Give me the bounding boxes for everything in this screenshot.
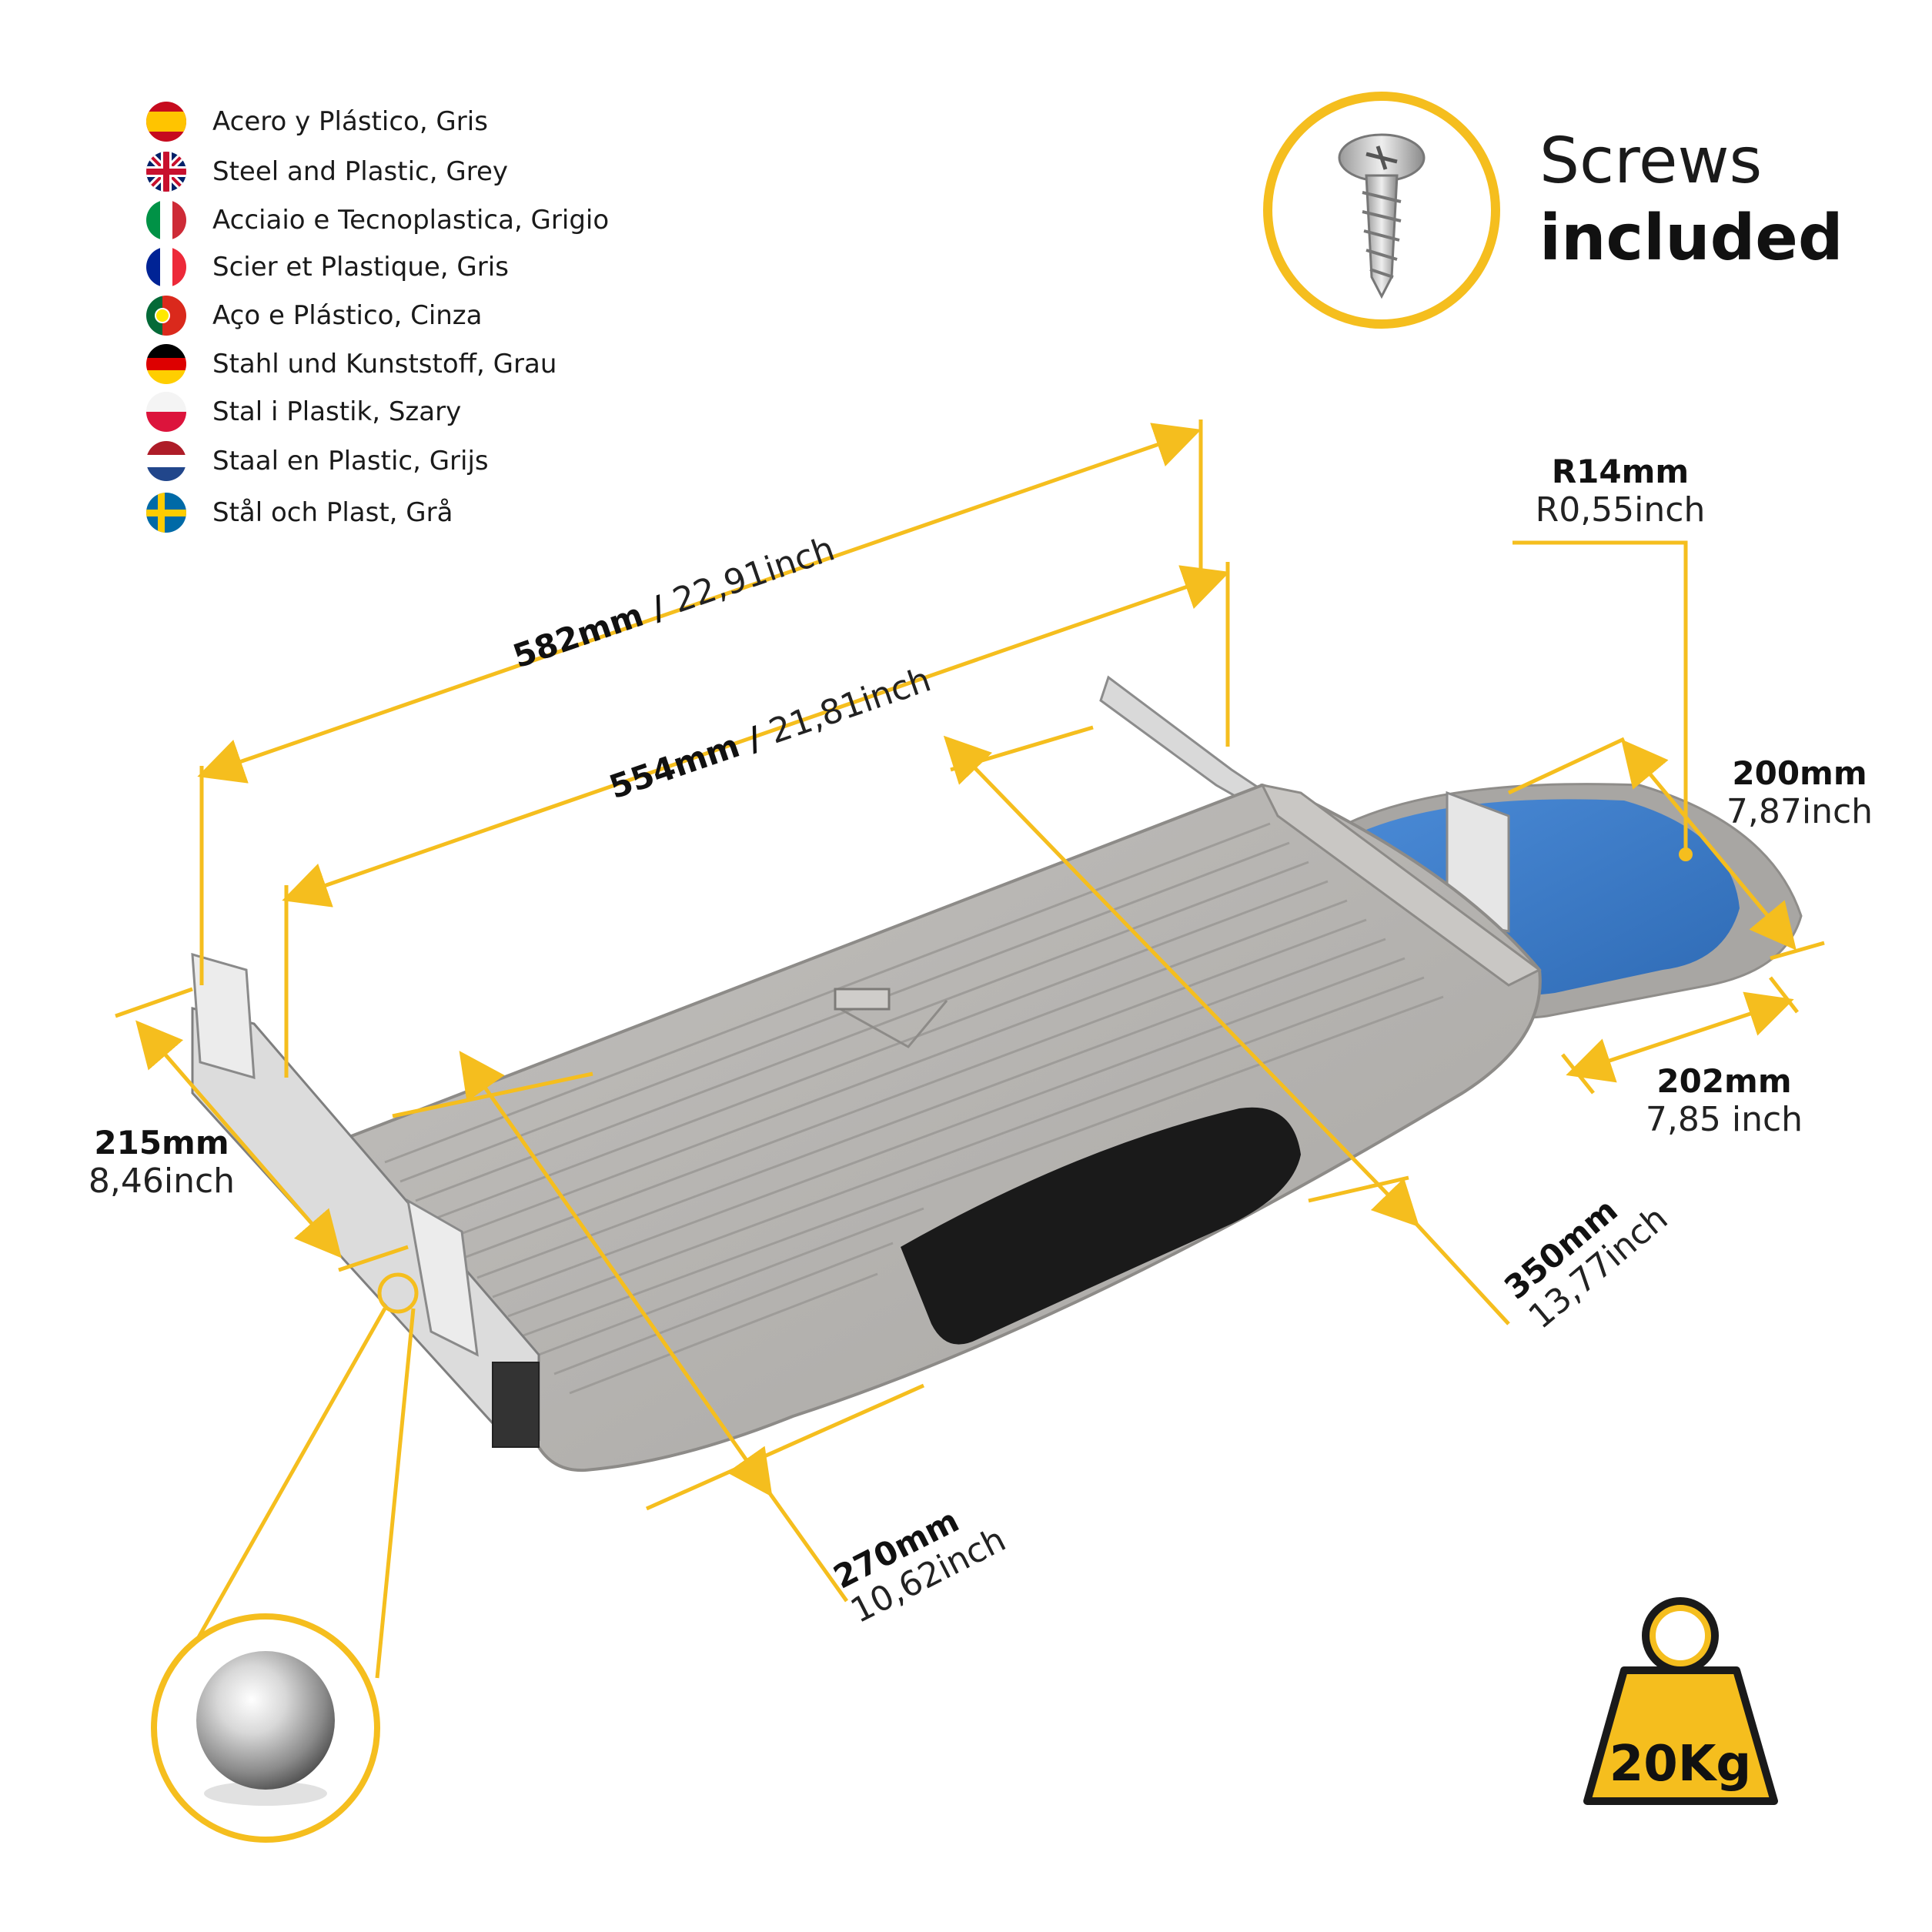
material-text: Staal en Plastic, Grijs — [212, 446, 489, 476]
material-row-pt: Aço e Plástico, Cinza — [146, 292, 483, 339]
ball-bearing-icon — [151, 1613, 380, 1843]
screws-label: Screws included — [1539, 123, 1843, 277]
weight-label: 20Kg — [1609, 1736, 1752, 1793]
screw-icon — [1263, 92, 1500, 329]
material-row-en: Steel and Plastic, Grey — [146, 149, 508, 195]
material-row-de: Stahl und Kunststoff, Grau — [146, 341, 557, 387]
screws-title: Screws — [1539, 125, 1763, 198]
dim-215-label: 215mm 8,46inch — [88, 1124, 236, 1201]
material-text: Stal i Plastik, Szary — [212, 396, 462, 427]
material-text: Scier et Plastique, Gris — [212, 252, 509, 282]
germany-flag-icon — [146, 344, 186, 384]
dim-200-label: 200mm 7,87inch — [1726, 754, 1874, 831]
material-text: Steel and Plastic, Grey — [212, 156, 508, 187]
material-text: Stahl und Kunststoff, Grau — [212, 349, 557, 379]
netherlands-flag-icon — [146, 441, 186, 481]
spain-flag-icon — [146, 102, 186, 142]
radius-marker — [1679, 847, 1693, 861]
material-row-pl: Stal i Plastik, Szary — [146, 389, 461, 435]
material-text: Aço e Plástico, Cinza — [212, 300, 483, 331]
material-row-nl: Staal en Plastic, Grijs — [146, 438, 489, 484]
material-row-it: Acciaio e Tecnoplastica, Grigio — [146, 197, 609, 243]
dim-202-label: 202mm 7,85 inch — [1645, 1062, 1803, 1139]
screws-included: included — [1539, 202, 1843, 275]
italy-flag-icon — [146, 200, 186, 240]
material-text: Acciaio e Tecnoplastica, Grigio — [212, 205, 610, 236]
weight-icon — [1583, 1597, 1778, 1805]
material-row-se: Stål och Plast, Grå — [146, 490, 453, 536]
france-flag-icon — [146, 247, 186, 287]
poland-flag-icon — [146, 392, 186, 432]
material-text: Acero y Plástico, Gris — [212, 106, 488, 137]
material-row-fr: Scier et Plastique, Gris — [146, 244, 509, 290]
portugal-flag-icon — [146, 296, 186, 336]
material-row-es: Acero y Plástico, Gris — [146, 99, 488, 145]
sweden-flag-icon — [146, 493, 186, 533]
dim-r14-label: R14mm R0,55inch — [1535, 453, 1706, 530]
uk-flag-icon — [146, 152, 186, 192]
material-text: Stål och Plast, Grå — [212, 497, 453, 528]
dimension-lines — [115, 419, 1825, 1679]
